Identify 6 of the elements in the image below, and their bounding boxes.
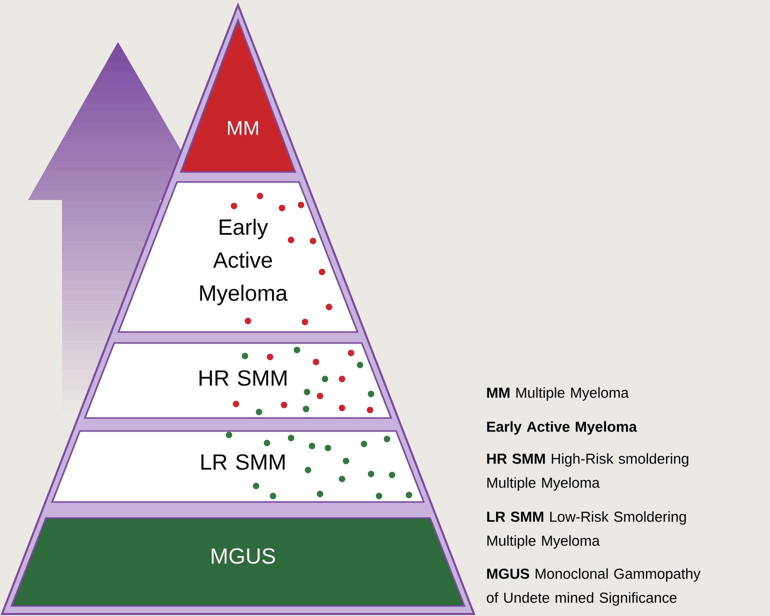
legend-text: LR SMM Low-Risk Smoldering Multiple Myeloma xyxy=(487,511,686,549)
pyramid-layer: LR SMM xyxy=(51,430,425,503)
legend-text: HR SMM High-Risk smoldering Multiple Myeloma xyxy=(487,453,688,491)
legend-text: MGUS Monoclonal Gammopathy of Undete mined Significance xyxy=(486,568,701,606)
legend-text: Early Active Myeloma xyxy=(487,421,637,435)
legend-text: MM Multiple Myeloma xyxy=(487,387,629,401)
